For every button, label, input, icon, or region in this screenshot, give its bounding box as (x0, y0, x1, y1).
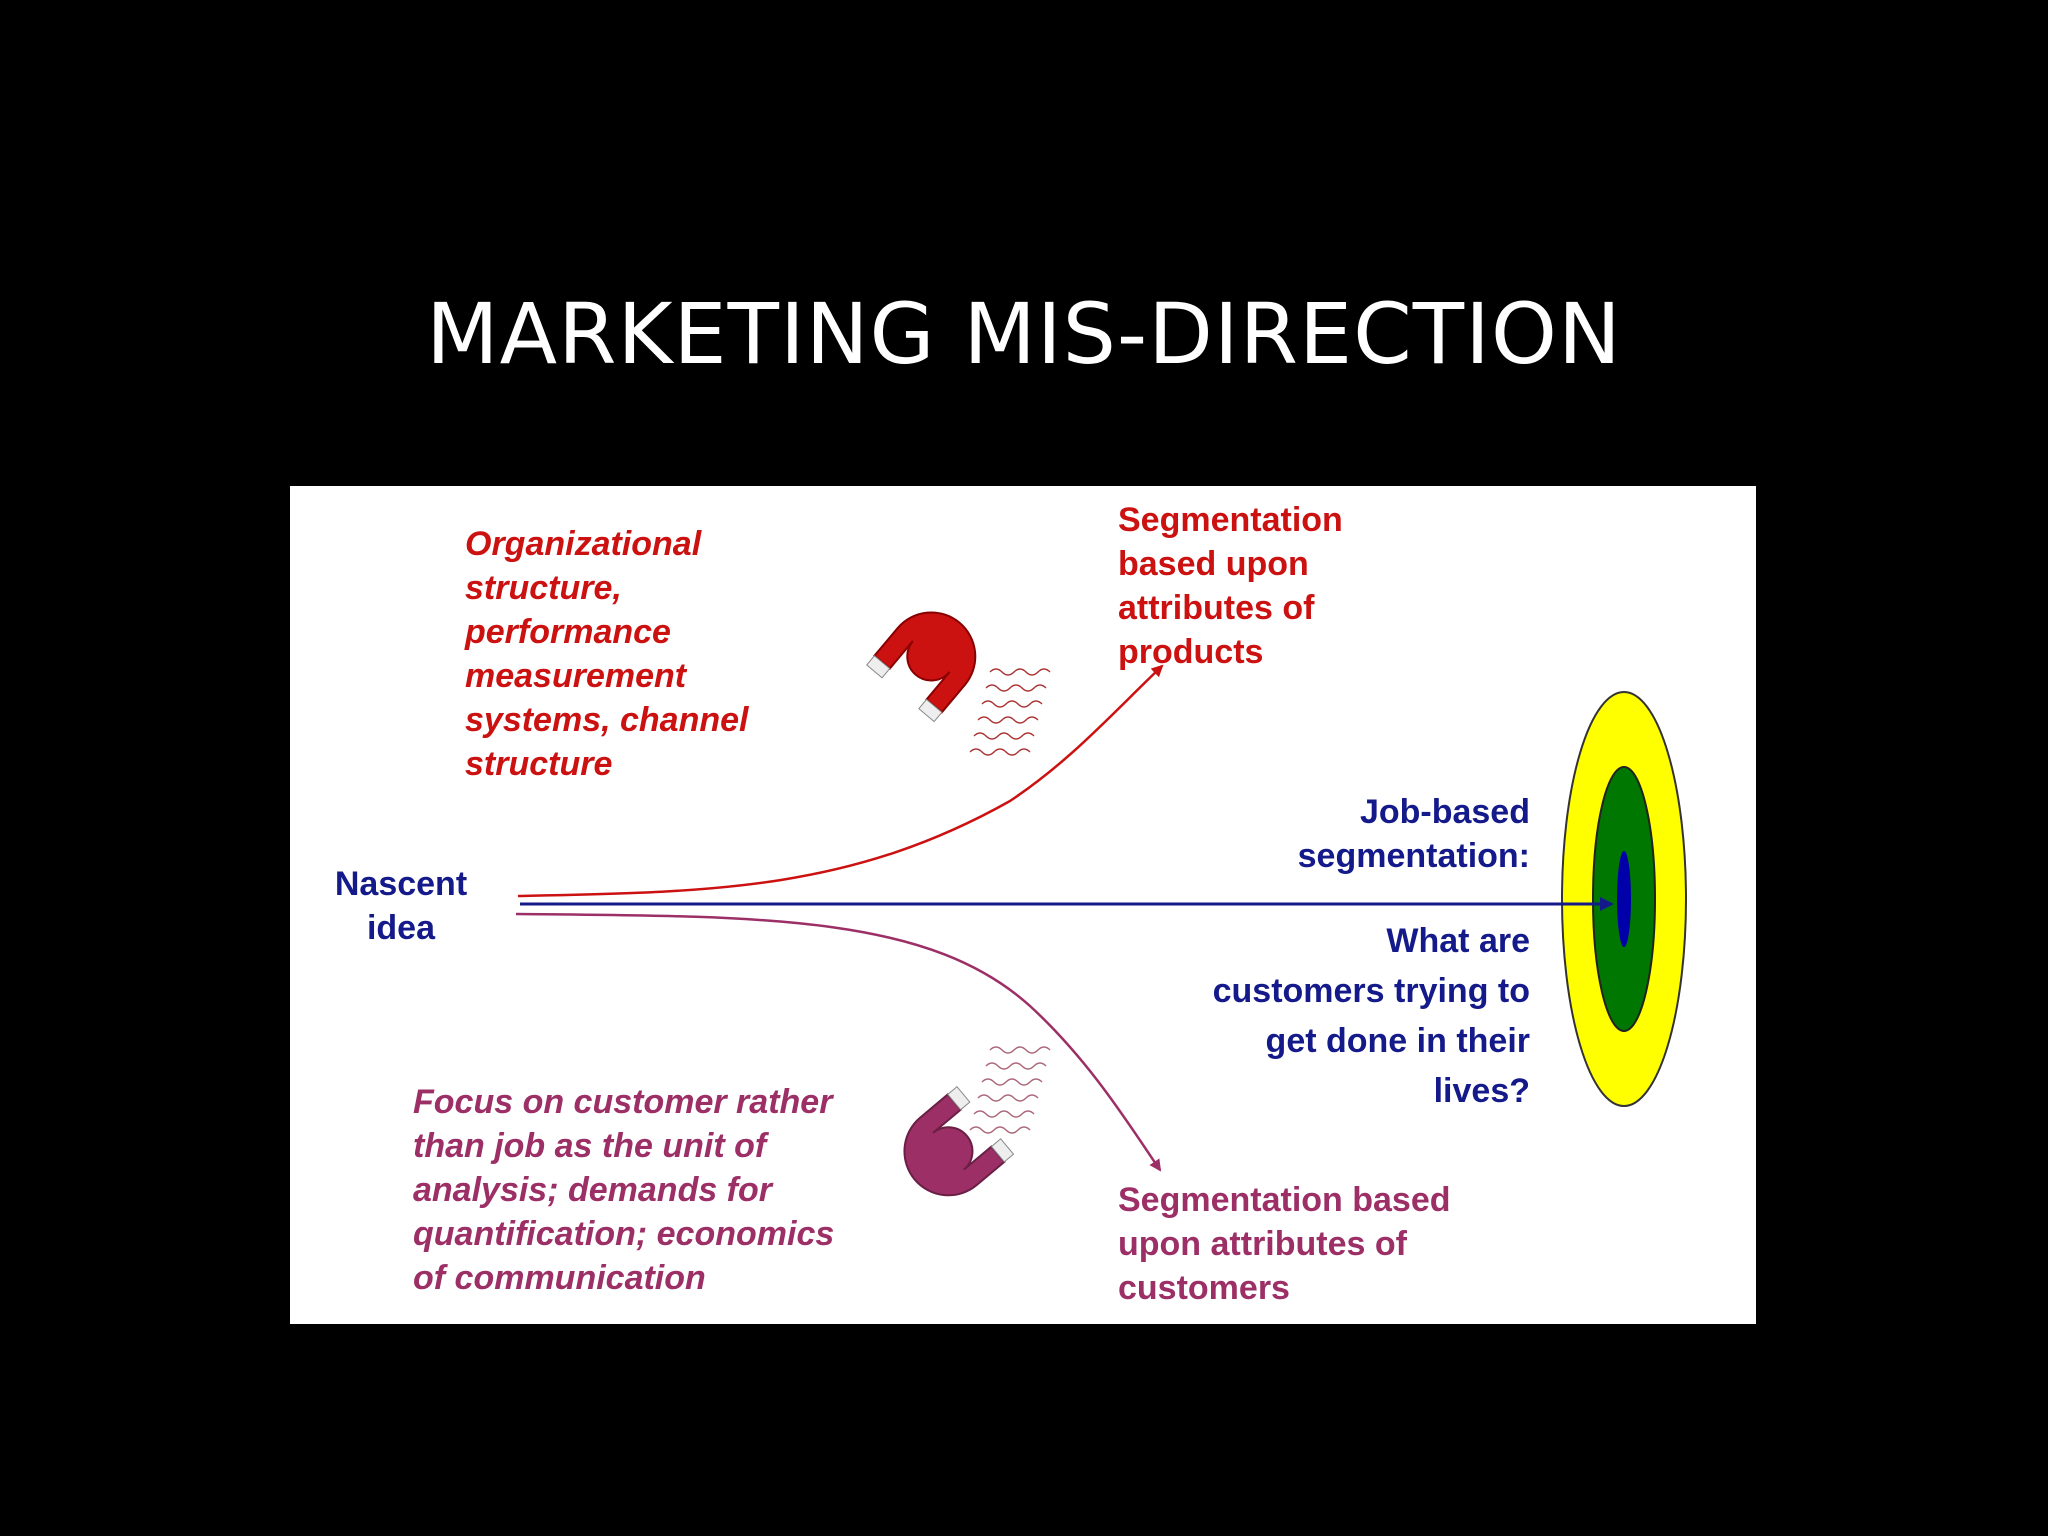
magnet-icon (866, 611, 977, 723)
job-segmentation-heading: Job-based segmentation: (1297, 793, 1530, 875)
customer-segmentation-label: Segmentation based upon attributes of cu… (1118, 1181, 1451, 1307)
origin-label: Nascent idea (334, 865, 468, 947)
diagram-art (515, 611, 1687, 1197)
forces-bottom-text: Focus on customer rather than job as the… (413, 1083, 835, 1297)
magnet-field-lines-bottom (969, 1046, 1051, 1134)
forces-top-text: Organizational structure, performance me… (465, 525, 749, 783)
job-segmentation-question: What are customers trying to get done in… (1212, 922, 1530, 1110)
diagram-panel: Organizational structure, performance me… (290, 486, 1756, 1324)
magnet-icon (903, 1086, 1015, 1197)
customer-path-arrow (515, 912, 1162, 1172)
magnet-field-lines-top (969, 668, 1051, 756)
product-path-arrow (517, 664, 1164, 898)
product-segmentation-label: Segmentation based upon attributes of pr… (1118, 501, 1343, 671)
slide-title: MARKETING MIS-DIRECTION (426, 285, 1622, 383)
target-icon (1561, 691, 1687, 1107)
